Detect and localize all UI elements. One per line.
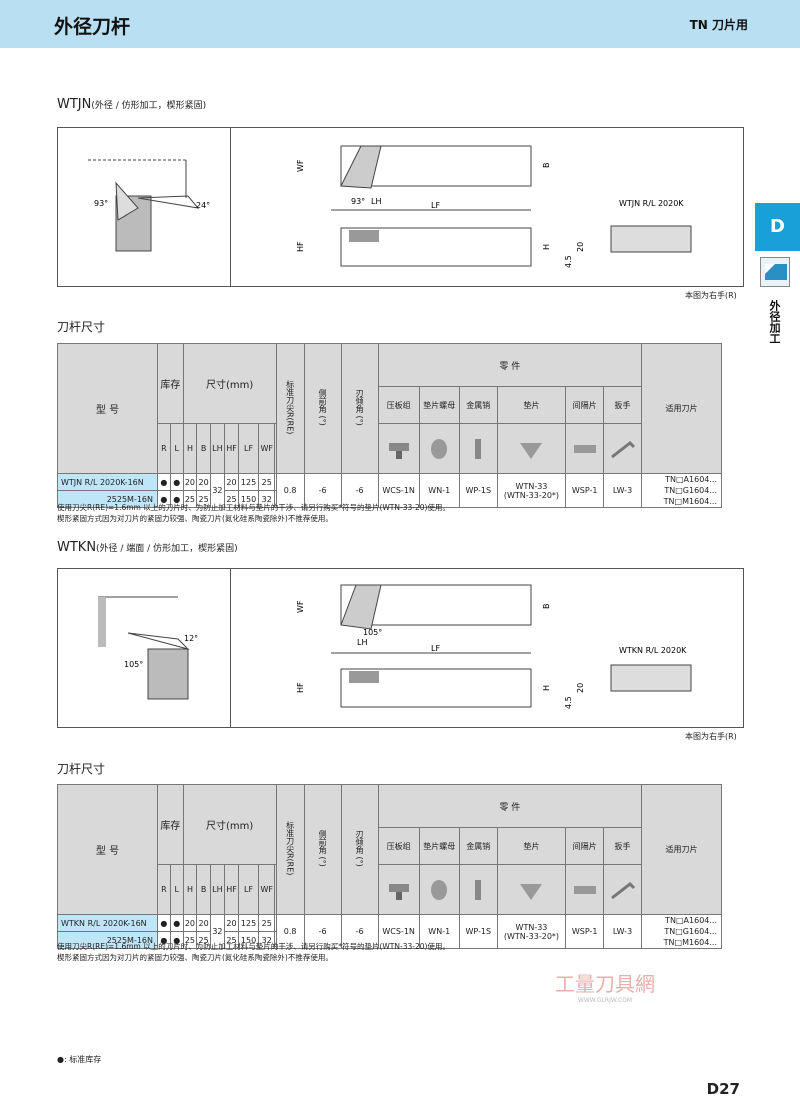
svg-text:105°: 105° — [124, 660, 143, 669]
svg-text:WF: WF — [296, 600, 305, 613]
insert-type-label: TN 刀片用 — [689, 18, 748, 32]
chapter-tab[interactable]: D — [755, 203, 800, 251]
watermark: 工量刀具網 WWW.GLRJW.COM — [555, 972, 655, 1004]
svg-text:4.5: 4.5 — [564, 255, 573, 268]
svg-text:20: 20 — [576, 683, 585, 693]
subtitle-wtkn: 刀杆尺寸 — [57, 762, 106, 776]
svg-text:H: H — [542, 244, 551, 250]
pin-icon — [475, 438, 482, 459]
spacer-icon — [573, 444, 596, 453]
page-number: D27 — [706, 1080, 740, 1098]
footnotes-wtjn: 使用刀尖R(RE)=1.6mm 以上的刀片时、为防止加工材料与垫片的干涉、请另行… — [57, 503, 450, 523]
svg-text:HF: HF — [296, 682, 305, 693]
svg-text:LH: LH — [357, 638, 367, 647]
shim-icon — [520, 883, 543, 900]
svg-text:HF: HF — [296, 241, 305, 252]
footnotes-wtkn: 使用刀尖R(RE)=1.6mm 以上的刀片时、为防止加工材料与垫片的干涉、请另行… — [57, 942, 450, 962]
svg-text:LF: LF — [431, 644, 440, 653]
clamp-icon — [388, 442, 409, 459]
svg-text:B: B — [542, 604, 551, 610]
svg-text:WF: WF — [296, 159, 305, 172]
svg-text:93°: 93° — [94, 199, 108, 208]
subtitle-wtjn: 刀杆尺寸 — [57, 320, 106, 334]
nut-icon — [431, 879, 448, 900]
wrench-icon — [610, 440, 635, 458]
svg-text:24°: 24° — [196, 201, 210, 210]
svg-text:B: B — [542, 163, 551, 169]
figure-wtkn: 12° 105° WF B 105° LH LF HF H 4.5 20 WTK… — [57, 568, 744, 728]
svg-text:WTJN R/L 2020K: WTJN R/L 2020K — [619, 199, 684, 208]
chapter-label: 外径加工 — [768, 300, 781, 344]
spacer-icon — [573, 885, 596, 894]
svg-text:105°: 105° — [363, 628, 382, 637]
turning-icon — [760, 257, 790, 287]
cutting-diagram-wtkn: 12° 105° — [98, 596, 198, 700]
svg-text:WTKN R/L 2020K: WTKN R/L 2020K — [619, 646, 687, 655]
svg-text:20: 20 — [576, 242, 585, 252]
svg-text:LH: LH — [371, 197, 381, 206]
hand-note-wtjn: 本图为右手(R) — [685, 291, 737, 300]
section-title-wtjn: WTJN(外径 / 仿形加工，楔形紧固) — [57, 97, 207, 112]
svg-text:H: H — [542, 685, 551, 691]
shim-icon — [520, 442, 543, 459]
cutting-diagram-wtjn: 93° 24° — [88, 159, 210, 252]
page-title: 外径刀杆 — [54, 16, 131, 38]
wrench-icon — [610, 881, 635, 899]
stock-legend: ●: 标准库存 — [57, 1055, 102, 1064]
holder-drawing-wtjn: WF B 93° LH LF HF H 4.5 20 WTJN R/L 2020… — [296, 145, 692, 268]
section-title-wtkn: WTKN(外径 / 端面 / 仿形加工，楔形紧固) — [57, 540, 238, 555]
svg-text:4.5: 4.5 — [564, 696, 573, 709]
hand-note-wtkn: 本图为右手(R) — [685, 732, 737, 741]
nut-icon — [431, 438, 448, 459]
pin-icon — [475, 879, 482, 900]
svg-text:93°: 93° — [351, 197, 365, 206]
svg-text:LF: LF — [431, 201, 440, 210]
holder-drawing-wtkn: WF B 105° LH LF HF H 4.5 20 WTKN R/L 202… — [296, 584, 692, 709]
spec-table-wtkn: 型 号 库存 尺寸(mm) 标准刀尖R(RE) 侧前角 (°) 刃倾角 (°) … — [57, 783, 722, 949]
figure-wtjn: 93° 24° WF B 93° LH LF HF H 4.5 20 WTJN … — [57, 127, 744, 287]
svg-text:12°: 12° — [184, 634, 198, 643]
page-header: 外径刀杆 TN 刀片用 — [0, 0, 800, 48]
clamp-icon — [388, 883, 409, 900]
spec-table-wtjn: 型 号 库存 尺寸(mm) 标准刀尖R(RE) 侧前角 (°) 刃倾角 (°) … — [57, 342, 722, 508]
